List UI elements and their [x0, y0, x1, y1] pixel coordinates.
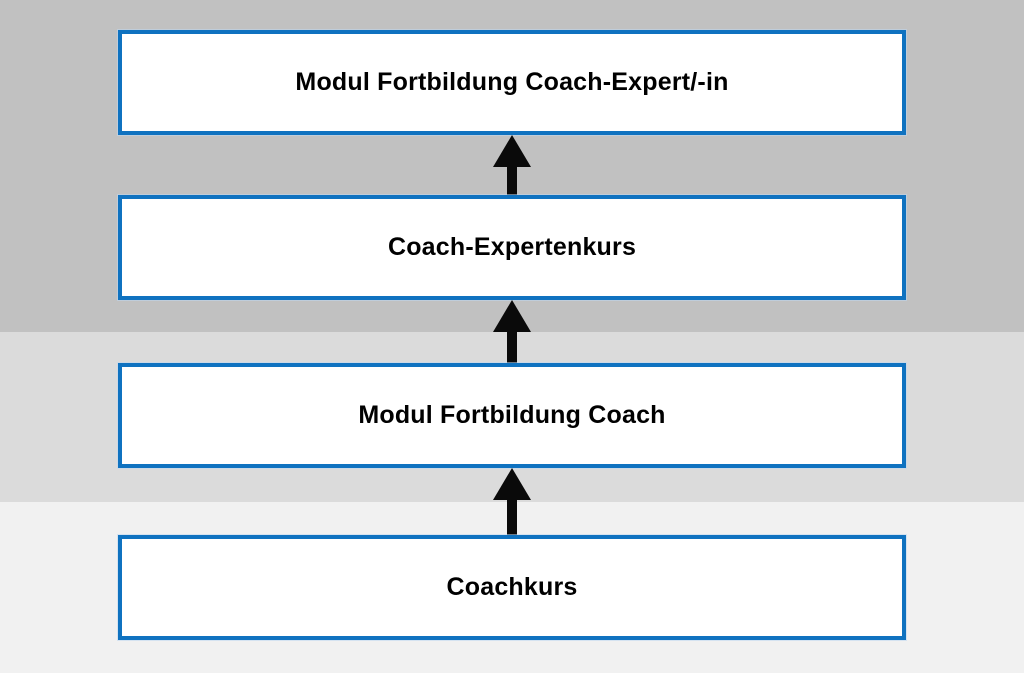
- arrow-up-icon: [492, 468, 532, 535]
- arrow-up-icon: [492, 300, 532, 363]
- box-label: Coach-Expertenkurs: [387, 233, 637, 261]
- box-coach-expertenkurs: Coach-Expertenkurs: [118, 195, 906, 300]
- box-label: Coachkurs: [446, 573, 578, 601]
- box-coachkurs: Coachkurs: [118, 535, 906, 640]
- box-label: Modul Fortbildung Coach-Expert/-in: [295, 68, 729, 96]
- box-modul-fortbildung-coach: Modul Fortbildung Coach: [118, 363, 906, 468]
- box-label: Modul Fortbildung Coach: [358, 401, 666, 429]
- arrow-up-icon: [492, 135, 532, 195]
- box-modul-fortbildung-coach-expert: Modul Fortbildung Coach-Expert/-in: [118, 30, 906, 135]
